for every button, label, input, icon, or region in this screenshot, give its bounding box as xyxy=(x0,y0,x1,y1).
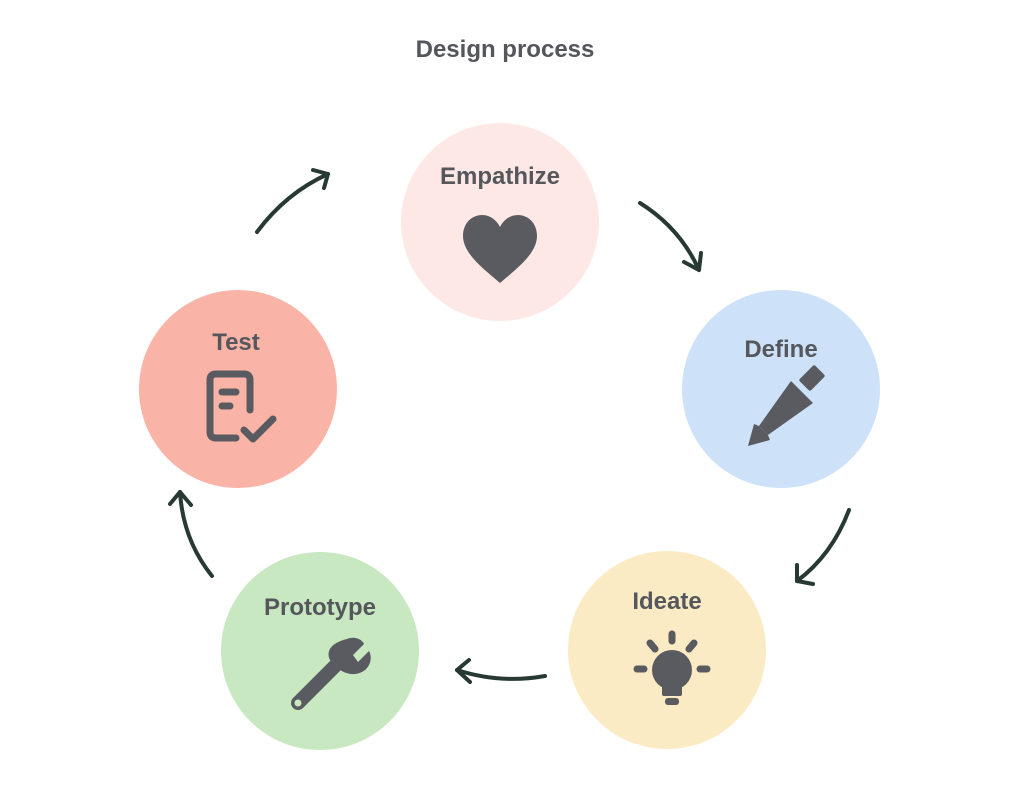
step-prototype-label: Prototype xyxy=(264,594,376,621)
step-define[interactable]: Define xyxy=(682,290,880,488)
step-test-label: Test xyxy=(212,329,260,356)
arrow-empathize-to-define xyxy=(638,201,703,272)
step-test[interactable]: Test xyxy=(139,290,337,488)
step-empathize[interactable]: Empathize xyxy=(401,123,599,321)
step-prototype[interactable]: Prototype xyxy=(221,552,419,750)
heart-icon xyxy=(463,215,537,283)
arrow-prototype-to-test xyxy=(168,490,214,578)
step-ideate-circle xyxy=(568,551,766,749)
step-test-circle xyxy=(139,290,337,488)
pencil-icon xyxy=(748,365,825,446)
step-define-label: Define xyxy=(744,336,817,363)
step-prototype-circle xyxy=(221,552,419,750)
arrow-define-to-ideate xyxy=(795,508,851,586)
step-define-circle xyxy=(682,290,880,488)
diagram-title: Design process xyxy=(416,36,595,63)
step-ideate-label: Ideate xyxy=(632,588,701,615)
step-ideate[interactable]: Ideate xyxy=(568,551,766,749)
arrow-test-to-empathize xyxy=(255,168,330,234)
step-empathize-label: Empathize xyxy=(440,163,560,190)
wrench-icon xyxy=(291,637,371,710)
lightbulb-icon xyxy=(633,630,711,705)
step-empathize-circle xyxy=(401,123,599,321)
arrow-ideate-to-prototype xyxy=(455,658,547,684)
checklist-icon xyxy=(206,370,277,443)
cycle-arrows xyxy=(168,168,851,684)
